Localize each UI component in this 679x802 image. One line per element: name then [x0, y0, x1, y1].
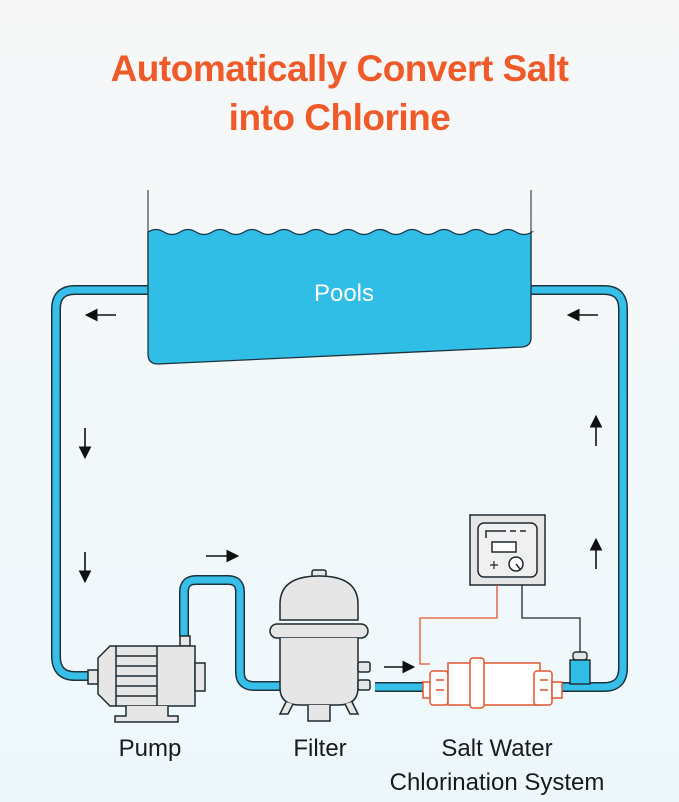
pipe-loop	[51, 285, 628, 692]
filter-label: Filter	[293, 735, 347, 762]
title-line-1: Automatically Convert Salt	[110, 48, 569, 89]
pool	[147, 190, 535, 365]
pool-water	[147, 228, 535, 365]
pump-icon	[87, 635, 206, 723]
pool-label: Pools	[313, 280, 375, 307]
control-box-icon	[419, 514, 581, 665]
chlorinator-cell-icon	[422, 657, 563, 709]
pump-label: Pump	[118, 735, 182, 762]
chlorinator-label-line-2: Chlorination System	[389, 769, 605, 796]
flow-sensor-icon	[569, 651, 591, 685]
flow-arrows	[78, 308, 603, 674]
title-line-2: into Chlorine	[228, 97, 451, 138]
chlorinator-label-line-1: Salt Water	[441, 735, 553, 762]
filter-icon	[269, 569, 371, 722]
